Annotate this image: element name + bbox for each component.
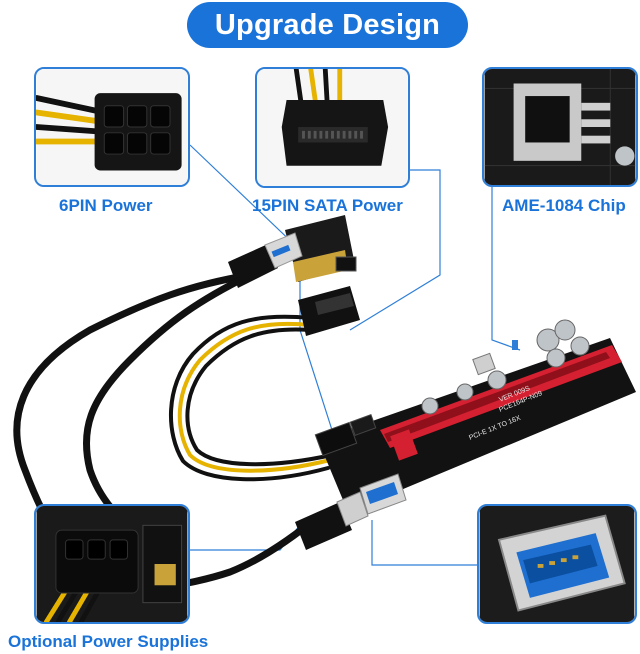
sata-connector-icon: [257, 69, 408, 186]
usb-plug-top: [228, 232, 303, 288]
optional-power-callout-box: [34, 504, 190, 624]
power-wires: [169, 314, 334, 482]
usb-port-board: [295, 473, 407, 550]
sata-callout-box: [255, 67, 410, 188]
usb3-port-icon: [479, 506, 635, 622]
sata-plug: [298, 286, 360, 336]
page-title-banner: Upgrade Design: [187, 2, 468, 48]
optional-power-caption: Optional Power Supplies: [8, 632, 209, 651]
chip-callout-box: [482, 67, 638, 187]
page-title: Upgrade Design: [214, 8, 441, 41]
pcie-x1-adapter: [285, 215, 357, 282]
chip-icon: [484, 69, 636, 185]
six-pin-connector-icon: [36, 69, 188, 185]
six-pin-caption: 6PIN Power: [59, 196, 153, 215]
chip-caption: AME-1084 Chip: [502, 196, 626, 215]
riser-board: PCE164P-N09 VER 009S PCI-E 1X TO 16X: [314, 319, 636, 512]
sata-caption: 15PIN SATA Power: [252, 196, 403, 215]
usb-callout-box: [477, 504, 637, 624]
six-pin-callout-box: [34, 67, 190, 187]
optional-power-icon: [36, 506, 188, 622]
